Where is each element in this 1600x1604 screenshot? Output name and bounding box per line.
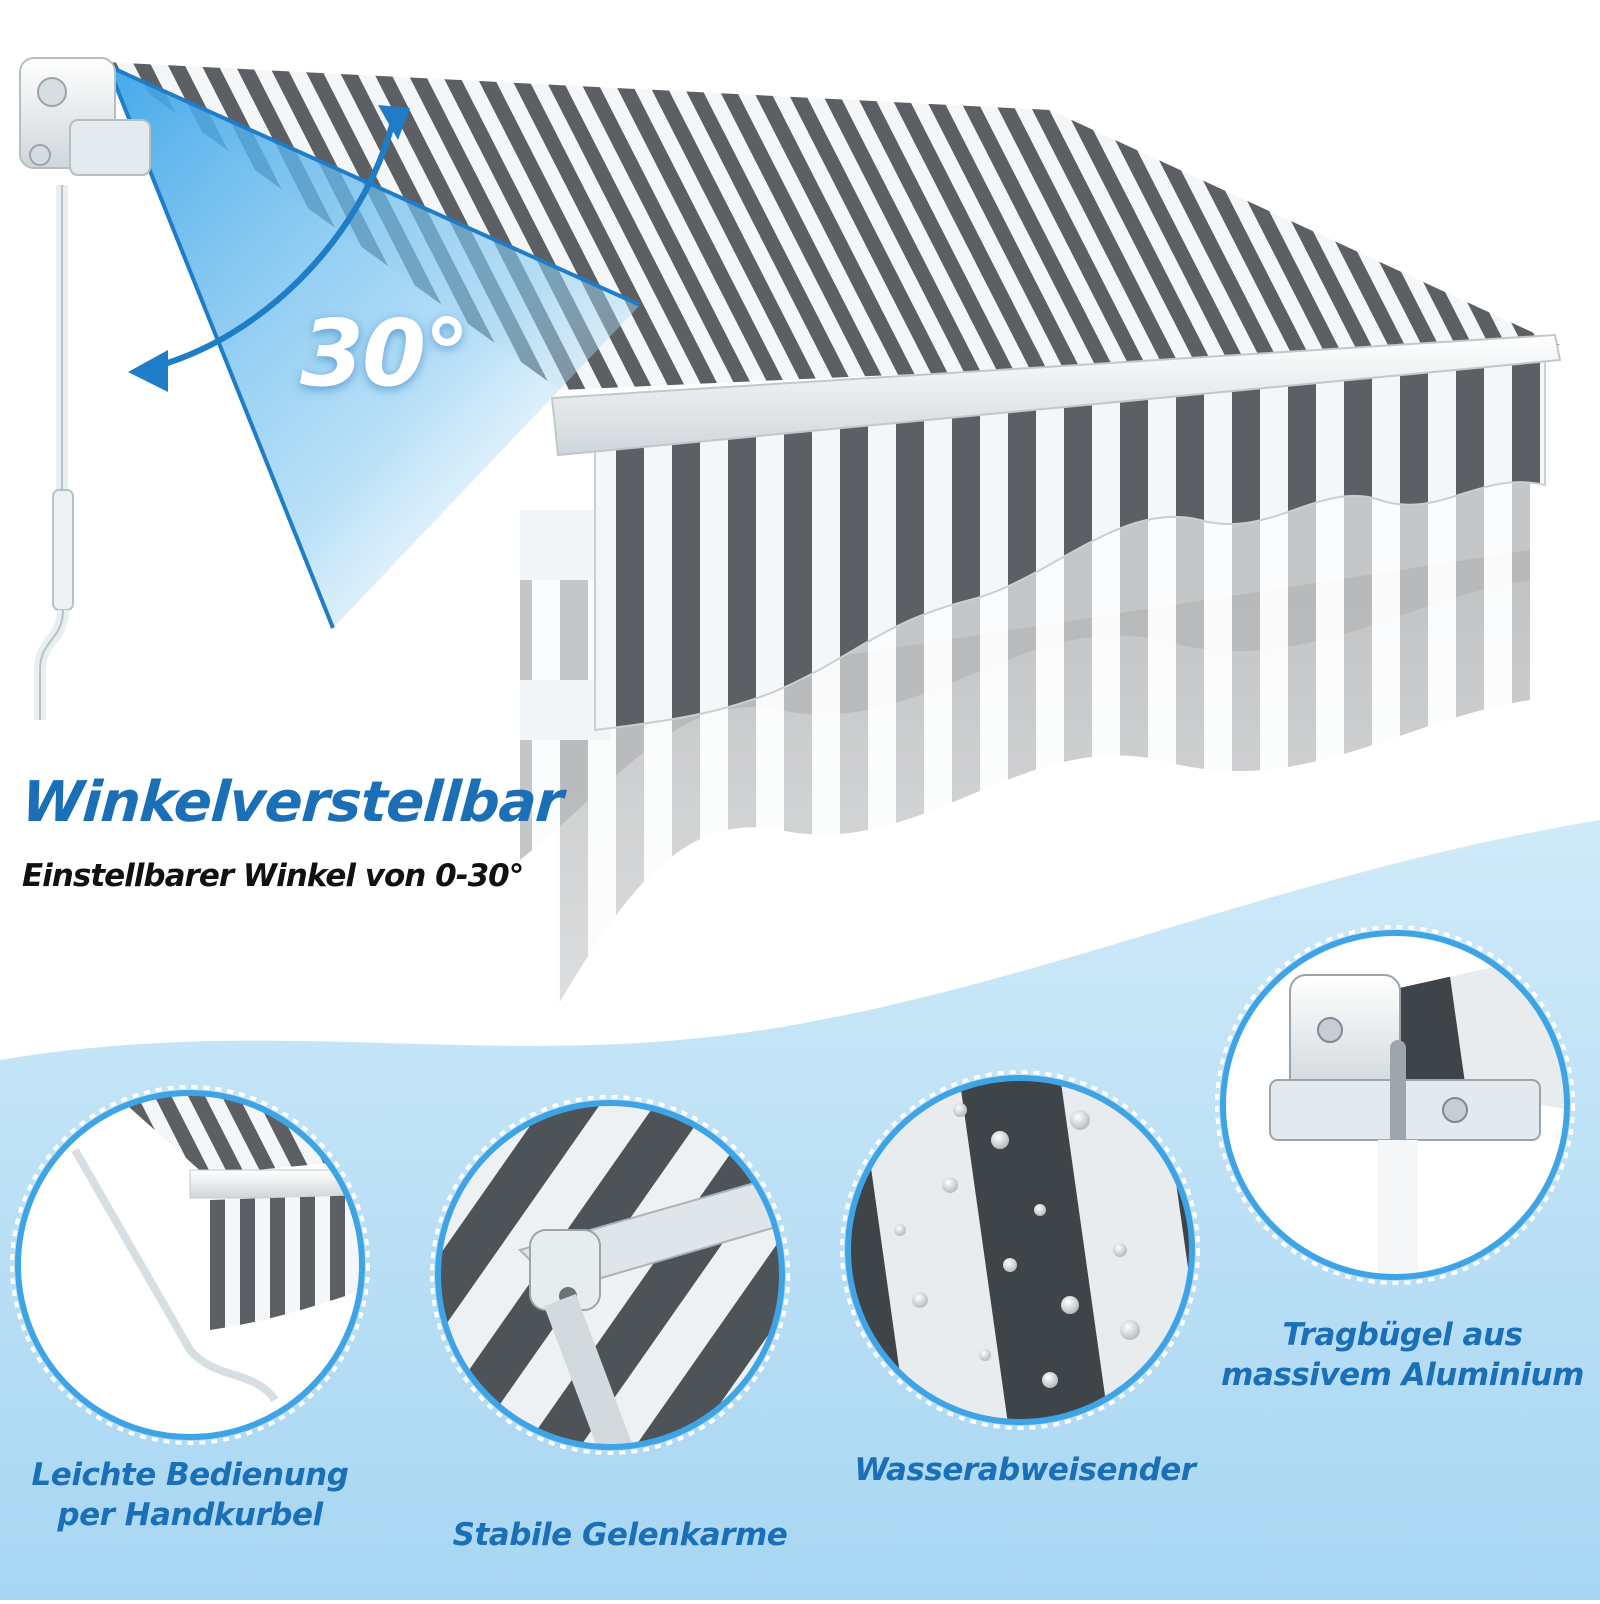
feature-circle-bracket [1215, 925, 1575, 1285]
feature-caption-line: massivem Aluminium [1221, 1357, 1584, 1393]
feature-caption-bracket: Tragbügel aus massivem Aluminium [1205, 1315, 1600, 1395]
water-droplet-icon [953, 1103, 967, 1117]
blue-wave-background [0, 820, 1600, 1600]
feature-caption-water: Wasserabweisender [845, 1450, 1205, 1490]
subheadline: Einstellbarer Winkel von 0-30° [22, 858, 524, 894]
feature-caption-line: per Handkurbel [57, 1497, 323, 1533]
feature-caption-line: Tragbügel aus [1282, 1317, 1523, 1353]
wave-outline [0, 807, 1600, 1053]
angle-label: 30° [300, 300, 470, 407]
feature-circle-water [840, 1070, 1200, 1430]
feature-caption-crank: Leichte Bedienung per Handkurbel [20, 1455, 360, 1535]
feature-circle-joint [430, 1095, 790, 1455]
headline: Winkelverstellbar [19, 770, 565, 835]
feature-caption-joint: Stabile Gelenkarme [430, 1515, 810, 1555]
angle-arrow-icon [149, 124, 395, 371]
wall-bracket-and-crank [19, 57, 151, 720]
feature-caption-line: Stabile Gelenkarme [452, 1517, 788, 1553]
awning-valance [595, 360, 1545, 730]
angle-line-top [107, 64, 641, 307]
angle-indicator-wedge [108, 66, 640, 628]
feature-caption-line: Leichte Bedienung [31, 1457, 349, 1493]
feature-caption-line: Wasserabweisender [854, 1452, 1196, 1488]
front-profile-bar [550, 333, 1562, 457]
